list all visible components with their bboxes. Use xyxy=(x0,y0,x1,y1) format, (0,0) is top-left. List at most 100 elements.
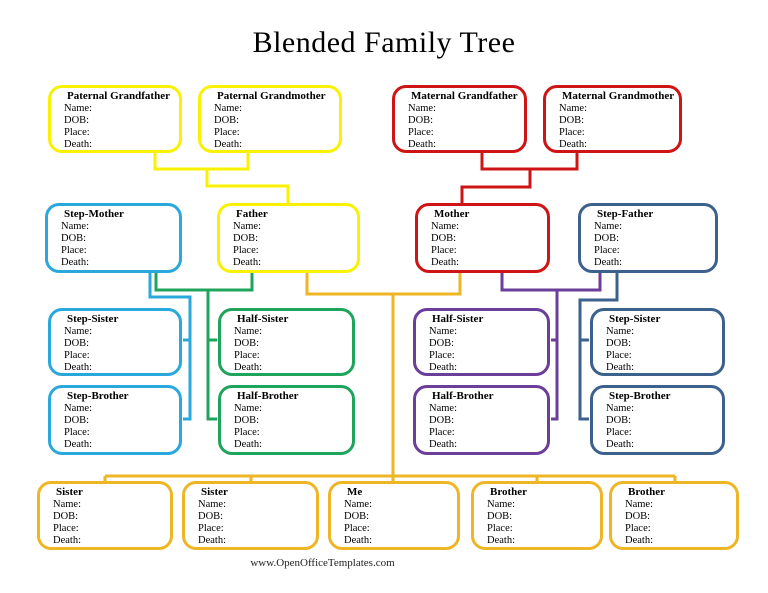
person-field-label: Place: xyxy=(214,127,240,138)
person-field-label: DOB: xyxy=(198,511,224,522)
person-field-label: Death: xyxy=(559,139,587,150)
maternal-to-mother-connector xyxy=(460,169,532,205)
half-siblings-right-drop-connector xyxy=(551,290,559,421)
person-field-label: Death: xyxy=(61,257,89,268)
person-box-title: Maternal Grandmother xyxy=(562,90,675,102)
person-field-label: Place: xyxy=(606,350,632,361)
person-field-label: Name: xyxy=(559,103,587,114)
person-field-label: Name: xyxy=(431,221,459,232)
person-field-label: Name: xyxy=(234,326,262,337)
person-field-label: Place: xyxy=(53,523,79,534)
person-field-label: Name: xyxy=(487,499,515,510)
person-field-label: Death: xyxy=(214,139,242,150)
person-field-label: Death: xyxy=(64,362,92,373)
person-field-label: DOB: xyxy=(606,415,632,426)
person-box-title: Brother xyxy=(628,486,666,498)
person-field-label: Name: xyxy=(198,499,226,510)
person-field-label: Death: xyxy=(64,139,92,150)
person-field-label: Place: xyxy=(344,523,370,534)
person-field-label: Place: xyxy=(64,427,90,438)
person-field-label: Death: xyxy=(234,362,262,373)
stepfather-children-drop-connector xyxy=(578,271,619,421)
person-box-title: Half-Brother xyxy=(237,390,299,402)
person-field-label: Name: xyxy=(606,326,634,337)
person-field-label: Place: xyxy=(64,350,90,361)
father-mother-join-connector xyxy=(305,271,462,296)
person-field-label: Place: xyxy=(559,127,585,138)
person-field-label: Death: xyxy=(64,439,92,450)
person-field-label: DOB: xyxy=(487,511,513,522)
person-field-label: Name: xyxy=(214,103,242,114)
person-field-label: Place: xyxy=(64,127,90,138)
person-field-label: Name: xyxy=(429,326,457,337)
person-field-label: Place: xyxy=(61,245,87,256)
person-field-label: DOB: xyxy=(234,338,260,349)
person-field-label: DOB: xyxy=(64,115,90,126)
person-field-label: DOB: xyxy=(606,338,632,349)
person-field-label: Place: xyxy=(408,127,434,138)
person-field-label: Place: xyxy=(429,427,455,438)
person-field-label: Name: xyxy=(625,499,653,510)
person-field-label: DOB: xyxy=(431,233,457,244)
person-field-label: Death: xyxy=(234,439,262,450)
person-field-label: DOB: xyxy=(559,115,585,126)
person-box-title: Sister xyxy=(56,486,83,498)
person-box-title: Step-Brother xyxy=(609,390,671,402)
person-field-label: Name: xyxy=(594,221,622,232)
person-box-title: Half-Brother xyxy=(432,390,494,402)
person-box-title: Step-Sister xyxy=(609,313,661,325)
person-field-label: Death: xyxy=(198,535,226,546)
person-field-label: Death: xyxy=(606,439,634,450)
person-field-label: Name: xyxy=(429,403,457,414)
person-field-label: Death: xyxy=(625,535,653,546)
person-field-label: DOB: xyxy=(429,338,455,349)
person-field-label: DOB: xyxy=(64,338,90,349)
person-field-label: Name: xyxy=(233,221,261,232)
footer-link: www.OpenOfficeTemplates.com xyxy=(250,557,395,569)
person-field-label: Death: xyxy=(344,535,372,546)
person-field-label: Place: xyxy=(625,523,651,534)
person-field-label: Place: xyxy=(198,523,224,534)
person-field-label: DOB: xyxy=(408,115,434,126)
person-box-title: Step-Mother xyxy=(64,208,124,220)
stepmother-children-drop-connector xyxy=(148,271,192,421)
person-box-title: Father xyxy=(236,208,268,220)
person-field-label: Place: xyxy=(429,350,455,361)
person-field-label: DOB: xyxy=(234,415,260,426)
person-box-title: Sister xyxy=(201,486,228,498)
person-field-label: Name: xyxy=(53,499,81,510)
person-box-title: Step-Sister xyxy=(67,313,119,325)
person-field-label: DOB: xyxy=(625,511,651,522)
person-field-label: Death: xyxy=(429,362,457,373)
person-box-title: Mother xyxy=(434,208,470,220)
person-field-label: DOB: xyxy=(344,511,370,522)
person-box-title: Paternal Grandmother xyxy=(217,90,326,102)
person-field-label: Death: xyxy=(233,257,261,268)
person-field-label: Name: xyxy=(408,103,436,114)
person-field-label: DOB: xyxy=(64,415,90,426)
person-box-title: Step-Brother xyxy=(67,390,129,402)
person-box-title: Half-Sister xyxy=(432,313,484,325)
person-field-label: Name: xyxy=(61,221,89,232)
person-field-label: Death: xyxy=(487,535,515,546)
person-field-label: DOB: xyxy=(214,115,240,126)
half-siblings-left-drop-connector xyxy=(206,290,217,421)
